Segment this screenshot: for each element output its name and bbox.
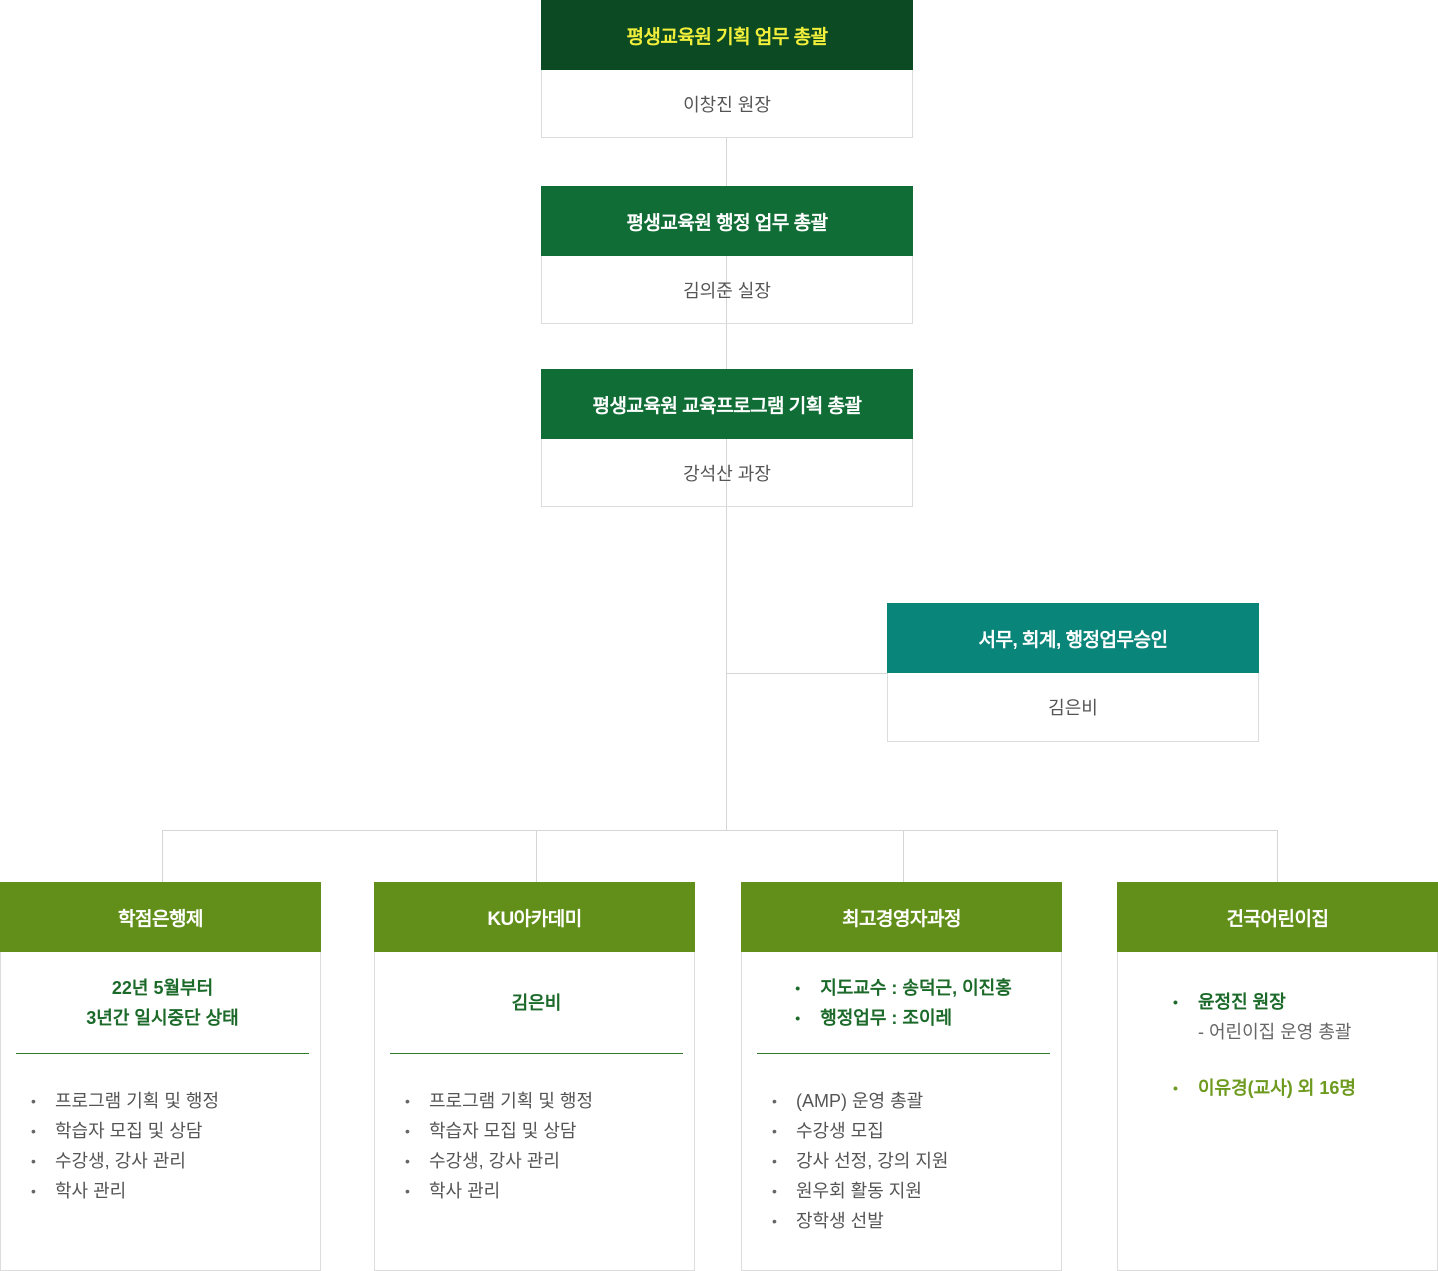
connector-vertical-main [726, 138, 727, 831]
dept-note: 22년 5월부터 3년간 일시중단 상태 [16, 952, 309, 1054]
director-role: - 어린이집 운영 총괄 [1198, 1022, 1352, 1042]
title-text: 평생교육원 기획 업무 총괄 [626, 26, 828, 48]
duty-item: 학사 관리 [31, 1176, 320, 1206]
connector-dept-1 [162, 830, 163, 882]
dept-panel: 김은비 프로그램 기획 및 행정 학습자 모집 및 상담 수강생, 강사 관리 … [374, 952, 695, 1271]
org-box-person: 이창진 원장 [541, 70, 913, 138]
duty-item: 수강생, 강사 관리 [31, 1146, 320, 1176]
duty-list: 프로그램 기획 및 행정 학습자 모집 및 상담 수강생, 강사 관리 학사 관… [375, 1054, 694, 1206]
connector-dept-2 [536, 830, 537, 882]
dept-panel: 22년 5월부터 3년간 일시중단 상태 프로그램 기획 및 행정 학습자 모집… [0, 952, 321, 1271]
duty-item: 강사 선정, 강의 지원 [772, 1146, 1061, 1176]
org-box-title: 평생교육원 교육프로그램 기획 총괄 [541, 369, 913, 439]
duty-list: 프로그램 기획 및 행정 학습자 모집 및 상담 수강생, 강사 관리 학사 관… [1, 1054, 320, 1206]
staff-item: 지도교수 : 송덕근, 이진홍 [795, 973, 1012, 1003]
org-box-title: 평생교육원 행정 업무 총괄 [541, 186, 913, 256]
org-box-general-affairs: 서무, 회계, 행정업무승인 김은비 [887, 603, 1259, 742]
dept-panel: 윤정진 원장 - 어린이집 운영 총괄 이유경(교사) 외 16명 [1117, 952, 1438, 1271]
duty-item: 학습자 모집 및 상담 [405, 1116, 694, 1146]
org-box-person: 김의준 실장 [541, 256, 913, 324]
director-item: 윤정진 원장 [1173, 987, 1437, 1017]
duty-item: 원우회 활동 지원 [772, 1176, 1061, 1206]
dept-title: 최고경영자과정 [741, 882, 1062, 952]
duty-item: 학습자 모집 및 상담 [31, 1116, 320, 1146]
note-line: 김은비 [511, 992, 562, 1013]
note-line: 3년간 일시중단 상태 [86, 1007, 239, 1028]
note-line: 22년 5월부터 [111, 977, 214, 998]
duty-item: 프로그램 기획 및 행정 [31, 1086, 320, 1116]
teachers-item: 이유경(교사) 외 16명 [1173, 1073, 1437, 1103]
dept-credit-bank: 학점은행제 22년 5월부터 3년간 일시중단 상태 프로그램 기획 및 행정 … [0, 882, 321, 1271]
duty-item: 학사 관리 [405, 1176, 694, 1206]
duty-item: 수강생 모집 [772, 1116, 1061, 1146]
org-box-planning-director: 평생교육원 기획 업무 총괄 이창진 원장 [541, 0, 913, 138]
dept-ku-academy: KU아카데미 김은비 프로그램 기획 및 행정 학습자 모집 및 상담 수강생,… [374, 882, 695, 1271]
org-box-person: 강석산 과장 [541, 439, 913, 507]
duty-item: (AMP) 운영 총괄 [772, 1086, 1061, 1116]
dept-title: KU아카데미 [374, 882, 695, 952]
connector-side-branch [726, 673, 887, 674]
duty-list: (AMP) 운영 총괄 수강생 모집 강사 선정, 강의 지원 원우회 활동 지… [742, 1054, 1061, 1236]
duty-item: 프로그램 기획 및 행정 [405, 1086, 694, 1116]
staff-list: 지도교수 : 송덕근, 이진홍 행정업무 : 조이레 [795, 973, 1012, 1033]
dept-amp: 최고경영자과정 지도교수 : 송덕근, 이진홍 행정업무 : 조이레 (AMP)… [741, 882, 1062, 1271]
org-box-admin-manager: 평생교육원 행정 업무 총괄 김의준 실장 [541, 186, 913, 324]
org-box-title: 평생교육원 기획 업무 총괄 [541, 0, 913, 70]
connector-dept-3 [903, 830, 904, 882]
connector-dept-4 [1277, 830, 1278, 882]
connector-horizontal-departments [162, 830, 1278, 831]
duty-item: 장학생 선발 [772, 1206, 1061, 1236]
dept-title: 건국어린이집 [1117, 882, 1438, 952]
duty-item: 수강생, 강사 관리 [405, 1146, 694, 1176]
dept-staff: 지도교수 : 송덕근, 이진홍 행정업무 : 조이레 [757, 952, 1050, 1054]
dept-kindergarten: 건국어린이집 윤정진 원장 - 어린이집 운영 총괄 이유경(교사) 외 16명 [1117, 882, 1438, 1271]
dept-note: 김은비 [390, 952, 683, 1054]
org-box-program-manager: 평생교육원 교육프로그램 기획 총괄 강석산 과장 [541, 369, 913, 507]
org-box-person: 김은비 [887, 673, 1259, 742]
dept-title: 학점은행제 [0, 882, 321, 952]
org-box-title: 서무, 회계, 행정업무승인 [887, 603, 1259, 673]
dept-panel: 지도교수 : 송덕근, 이진홍 행정업무 : 조이레 (AMP) 운영 총괄 수… [741, 952, 1062, 1271]
staff-item: 행정업무 : 조이레 [795, 1003, 1012, 1033]
